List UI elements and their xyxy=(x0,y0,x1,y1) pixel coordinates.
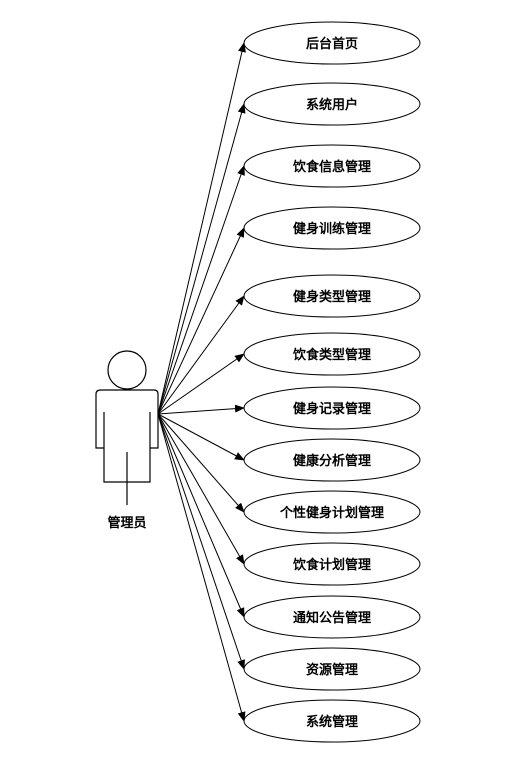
use-case-11[interactable]: 资源管理 xyxy=(243,647,421,691)
association-arrow-10 xyxy=(157,413,245,618)
use-case-label: 系统用户 xyxy=(306,97,358,113)
use-case-label: 饮食计划管理 xyxy=(292,557,371,573)
association-arrow-0 xyxy=(157,42,246,415)
use-case-1[interactable]: 系统用户 xyxy=(243,82,421,126)
use-case-9[interactable]: 饮食计划管理 xyxy=(243,542,421,586)
use-case-8[interactable]: 个性健身计划管理 xyxy=(243,490,421,534)
use-case-list: 后台首页 系统用户 饮食信息管理 健身训练管理 健身类型管理 饮食类型管理 健身… xyxy=(243,21,421,743)
use-case-7[interactable]: 健康分析管理 xyxy=(243,438,421,482)
use-case-0[interactable]: 后台首页 xyxy=(243,21,421,65)
use-case-label: 资源管理 xyxy=(306,662,358,678)
use-case-12[interactable]: 系统管理 xyxy=(243,699,421,743)
use-case-label: 系统管理 xyxy=(306,714,358,730)
association-arrow-1 xyxy=(157,103,246,415)
use-case-label: 饮食信息管理 xyxy=(292,159,371,175)
actor-name: 管理员 xyxy=(107,515,146,531)
association-arrow-4 xyxy=(157,295,245,415)
use-case-label: 饮食类型管理 xyxy=(292,347,371,363)
actor-figure: 管理员 xyxy=(95,350,159,531)
association-arrow-9 xyxy=(157,413,245,565)
use-case-6[interactable]: 健身记录管理 xyxy=(243,386,421,430)
use-case-label: 后台首页 xyxy=(306,36,358,52)
association-lines xyxy=(157,42,246,722)
association-arrow-8 xyxy=(157,413,245,513)
actor-body xyxy=(95,389,159,483)
use-case-label: 健康分析管理 xyxy=(293,453,371,469)
association-arrow-12 xyxy=(157,413,246,722)
use-case-label: 健身记录管理 xyxy=(293,401,371,417)
use-case-label: 健身训练管理 xyxy=(293,221,371,237)
use-case-label: 个性健身计划管理 xyxy=(279,505,384,521)
use-case-label: 通知公告管理 xyxy=(293,610,371,626)
use-case-5[interactable]: 饮食类型管理 xyxy=(243,332,421,376)
association-arrow-7 xyxy=(157,413,245,461)
association-arrow-5 xyxy=(157,353,245,415)
actor-head xyxy=(107,350,147,390)
association-arrow-6 xyxy=(157,404,245,415)
association-arrow-11 xyxy=(157,413,245,670)
use-case-10[interactable]: 通知公告管理 xyxy=(243,595,421,639)
use-case-4[interactable]: 健身类型管理 xyxy=(243,274,421,318)
use-case-3[interactable]: 健身训练管理 xyxy=(243,206,421,250)
use-case-label: 健身类型管理 xyxy=(293,289,371,305)
use-case-2[interactable]: 饮食信息管理 xyxy=(243,144,421,188)
association-arrow-3 xyxy=(157,227,245,415)
association-arrow-2 xyxy=(157,165,245,415)
